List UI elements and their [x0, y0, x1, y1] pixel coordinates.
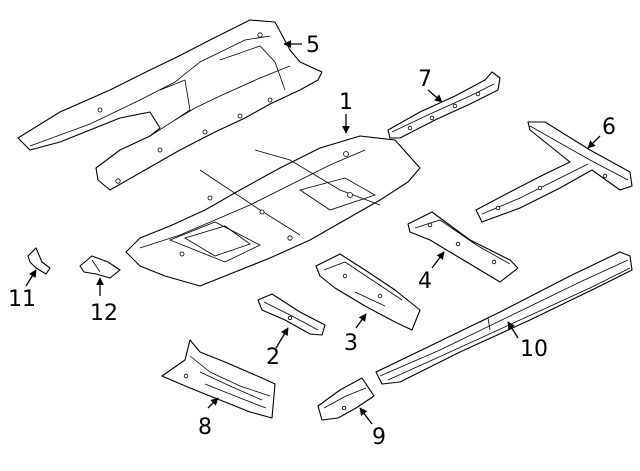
part-10-rocker-rail [375, 251, 633, 385]
callout-1: 1 [339, 90, 353, 115]
leader-6 [587, 135, 601, 149]
part-2-small-bracket [257, 293, 326, 336]
part-9-channel [317, 377, 375, 421]
callout-2: 2 [266, 345, 280, 370]
callout-10: 10 [520, 337, 548, 362]
part-3-bracket [315, 253, 421, 331]
callout-11: 11 [8, 287, 36, 312]
part-1-floor-pan [125, 135, 421, 287]
callout-3: 3 [344, 331, 358, 356]
leader-2 [275, 327, 289, 349]
leader-4 [431, 251, 445, 269]
part-8-bracket [161, 339, 276, 419]
part-11-clip [27, 247, 51, 275]
callout-12: 12 [90, 301, 118, 326]
part-7-crossmember [387, 71, 501, 139]
part-12-clip [79, 255, 121, 279]
callout-6: 6 [602, 115, 616, 140]
part-4-bracket [407, 211, 519, 283]
leader-10 [507, 321, 519, 339]
callout-5: 5 [306, 33, 320, 58]
leader-8 [207, 397, 219, 409]
leader-9 [359, 407, 373, 425]
leader-7 [427, 89, 443, 103]
leader-11 [25, 269, 37, 287]
callout-4: 4 [418, 269, 432, 294]
callout-7: 7 [418, 67, 432, 92]
callout-9: 9 [372, 425, 386, 450]
callout-8: 8 [198, 415, 212, 440]
part-5-rear-frame [17, 19, 323, 191]
part-6-rail-tee [475, 121, 633, 223]
leader-3 [355, 313, 367, 329]
